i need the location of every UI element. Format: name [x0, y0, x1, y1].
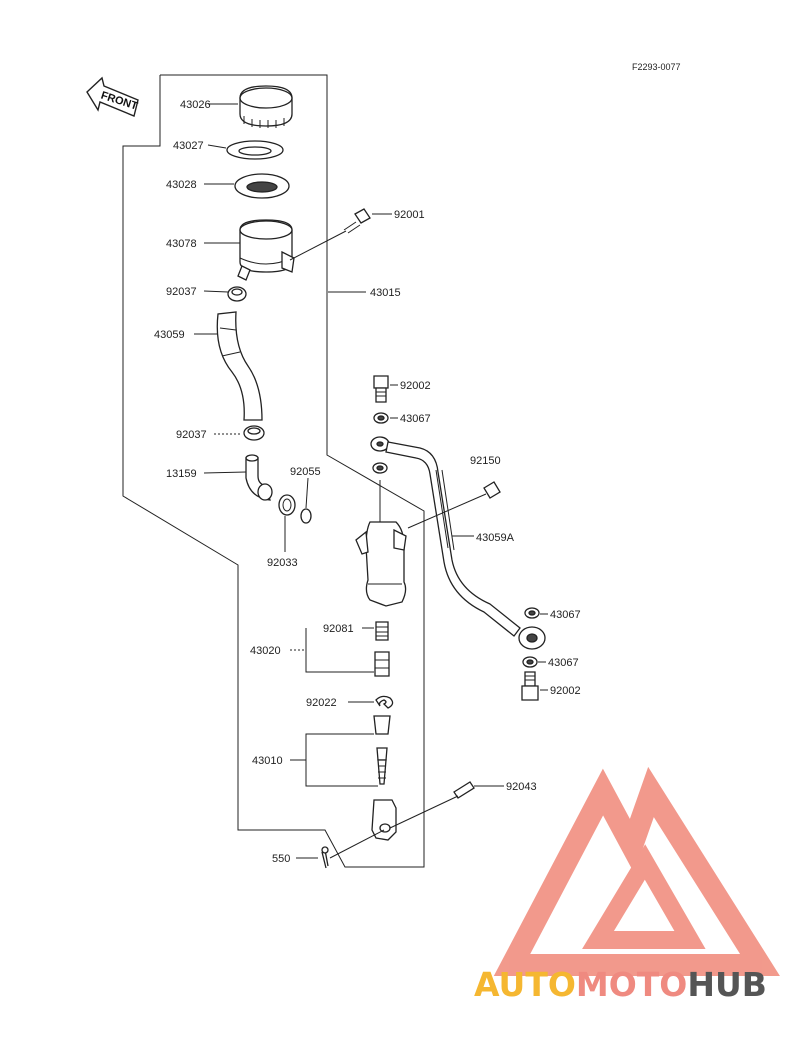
callout-43067-lower: 43067 — [548, 657, 579, 669]
clevis — [371, 799, 397, 841]
watermark-moto: MOTO — [576, 965, 687, 1004]
reservoir-tank — [237, 219, 295, 281]
watermark-auto: AUTO — [474, 965, 576, 1004]
callout-43010: 43010 — [252, 755, 283, 767]
watermark-text: AUTOMOTOHUB — [474, 965, 767, 1004]
callout-92037-upper: 92037 — [166, 286, 197, 298]
callout-43026: 43026 — [180, 99, 211, 111]
reservoir-cap — [239, 85, 293, 128]
callout-92055: 92055 — [290, 466, 321, 478]
callout-92043: 92043 — [506, 781, 537, 793]
watermark-logo — [493, 766, 780, 976]
hose-clamp-upper — [227, 286, 247, 302]
washer-upper — [373, 412, 389, 424]
callout-13159: 13159 — [166, 468, 197, 480]
diaphragm — [234, 173, 290, 199]
callout-43020: 43020 — [250, 645, 281, 657]
washer-lower-a — [524, 607, 540, 619]
callout-92002-lower: 92002 — [550, 685, 581, 697]
callout-43067-upper: 43067 — [400, 413, 431, 425]
reservoir-screw — [289, 208, 371, 261]
hose-clamp-lower — [243, 425, 265, 441]
banjo-bolt-upper — [373, 375, 389, 403]
reservoir-hose — [216, 311, 263, 421]
circlip — [278, 494, 296, 516]
callout-43078: 43078 — [166, 238, 197, 250]
hose-guide-bolt — [407, 481, 501, 529]
callout-43028: 43028 — [166, 179, 197, 191]
callout-43059a: 43059A — [476, 532, 515, 544]
master-cylinder-body — [355, 480, 407, 607]
front-arrow: FRONT — [86, 76, 139, 117]
elbow-fitting — [245, 454, 273, 501]
brake-hose — [370, 436, 546, 650]
washer-lower-b — [522, 656, 538, 668]
callout-43027: 43027 — [173, 140, 204, 152]
callout-92081: 92081 — [323, 623, 354, 635]
callout-92002-upper: 92002 — [400, 380, 431, 392]
callout-43015: 43015 — [370, 287, 401, 299]
valve-spring — [375, 621, 389, 641]
callout-92037-lower: 92037 — [176, 429, 207, 441]
watermark-hub: HUB — [687, 965, 767, 1004]
o-ring — [300, 508, 312, 524]
callout-92033: 92033 — [267, 557, 298, 569]
retaining-clip — [375, 695, 394, 709]
assembly-outline — [122, 74, 425, 868]
clevis-pin — [389, 781, 475, 829]
callout-92022: 92022 — [306, 697, 337, 709]
piston — [374, 651, 390, 677]
push-rod-boot — [373, 715, 391, 785]
callout-550: 550 — [272, 853, 290, 865]
callout-92150: 92150 — [470, 455, 501, 467]
callout-43067-mid: 43067 — [550, 609, 581, 621]
diaphragm-plate — [226, 140, 284, 160]
cotter-pin — [321, 829, 385, 869]
leader-lines — [194, 103, 548, 859]
diagram-code: F2293-0077 — [632, 62, 681, 72]
banjo-bolt-lower — [521, 671, 539, 701]
callout-43059: 43059 — [154, 329, 185, 341]
callout-92001: 92001 — [394, 209, 425, 221]
